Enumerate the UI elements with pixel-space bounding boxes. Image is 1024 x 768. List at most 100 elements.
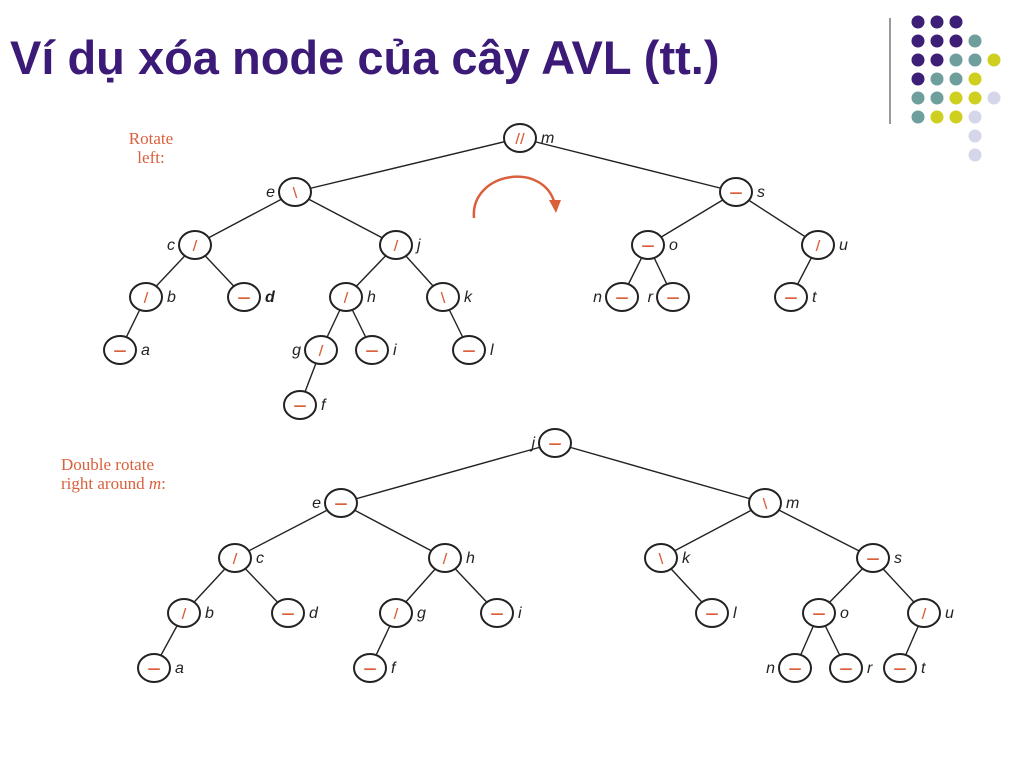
caption-double-rotate-var: m xyxy=(148,474,162,493)
balance-factor: — xyxy=(785,291,798,306)
node-label: l xyxy=(733,605,737,622)
caption-double-rotate-prefix: right around xyxy=(61,474,149,493)
decorative-dot xyxy=(949,72,963,86)
tree-node-t: —t xyxy=(883,653,926,683)
node-circle xyxy=(631,230,665,260)
node-label: b xyxy=(205,605,214,622)
tree-edge xyxy=(340,442,556,504)
node-circle xyxy=(167,598,201,628)
decorative-dot xyxy=(930,53,944,67)
node-label: u xyxy=(945,605,954,622)
balance-factor: — xyxy=(789,662,802,677)
node-label: s xyxy=(757,184,765,201)
node-label: s xyxy=(894,550,902,567)
node-circle xyxy=(103,335,137,365)
decorative-dot xyxy=(930,72,944,86)
node-circle xyxy=(774,282,808,312)
balance-factor: \ xyxy=(659,552,664,567)
decorative-dot xyxy=(930,110,944,124)
balance-factor: / xyxy=(182,607,187,622)
balance-factor: / xyxy=(144,291,149,306)
node-label: c xyxy=(256,550,264,567)
tree-edge xyxy=(647,191,737,246)
tree-node-d: —d xyxy=(271,598,319,628)
tree-node-t: —t xyxy=(774,282,817,312)
node-circle xyxy=(856,543,890,573)
balance-factor: / xyxy=(816,239,821,254)
node-label: h xyxy=(367,289,376,306)
decorative-dot xyxy=(949,15,963,29)
tree-node-g: /g xyxy=(379,598,426,628)
decorative-dot xyxy=(911,34,925,48)
tree-node-c: /c xyxy=(218,543,264,573)
tree-node-o: —o xyxy=(802,598,849,628)
node-label: g xyxy=(417,605,426,622)
decorative-dot xyxy=(987,91,1001,105)
balance-factor: — xyxy=(114,344,127,359)
balance-factor: — xyxy=(730,186,743,201)
decorative-dot xyxy=(930,34,944,48)
tree-node-k: \k xyxy=(644,543,691,573)
decorative-dot xyxy=(949,91,963,105)
tree-edge xyxy=(294,137,521,193)
caption-rotate-left: Rotate left: xyxy=(96,129,206,167)
balance-factor: — xyxy=(463,344,476,359)
node-circle xyxy=(178,230,212,260)
caption-rotate-left-line2: left: xyxy=(137,148,165,167)
tree-node-l: —l xyxy=(452,335,494,365)
balance-factor: — xyxy=(282,607,295,622)
node-circle xyxy=(719,177,753,207)
balance-factor: — xyxy=(840,662,853,677)
node-circle xyxy=(324,488,358,518)
tree-node-e: \e xyxy=(266,177,312,207)
node-circle xyxy=(778,653,812,683)
balance-factor: — xyxy=(642,239,655,254)
title-divider xyxy=(889,18,891,124)
tree-node-b: /b xyxy=(129,282,176,312)
decorative-dot xyxy=(968,72,982,86)
tree-node-h: /h xyxy=(428,543,475,573)
node-circle xyxy=(801,230,835,260)
balance-factor: — xyxy=(867,552,880,567)
node-circle xyxy=(218,543,252,573)
balance-factor: / xyxy=(394,239,399,254)
node-circle xyxy=(503,123,537,153)
balance-factor: — xyxy=(706,607,719,622)
node-label: n xyxy=(766,660,775,677)
decorative-dot xyxy=(911,15,925,29)
node-label: l xyxy=(490,342,494,359)
node-circle xyxy=(379,598,413,628)
node-label: i xyxy=(393,342,397,359)
decorative-dot xyxy=(911,110,925,124)
caption-double-rotate-line2: right around m: xyxy=(61,474,166,493)
balance-factor: — xyxy=(549,437,562,452)
node-label: e xyxy=(312,495,321,512)
balance-factor: — xyxy=(294,399,307,414)
balance-factor: / xyxy=(394,607,399,622)
caption-double-rotate: Double rotate right around m: xyxy=(61,455,166,493)
tree-node-r: —r xyxy=(829,653,873,683)
node-label: f xyxy=(321,397,327,414)
tree-node-f: —f xyxy=(353,653,397,683)
decorative-dot xyxy=(949,34,963,48)
decorative-dot xyxy=(911,72,925,86)
tree-node-i: —i xyxy=(355,335,397,365)
decorative-dot xyxy=(949,53,963,67)
node-label: n xyxy=(593,289,602,306)
decorative-dot xyxy=(968,34,982,48)
tree-node-h: /h xyxy=(329,282,376,312)
balance-factor: \ xyxy=(763,497,768,512)
node-label: m xyxy=(541,130,554,147)
tree-edge xyxy=(340,502,446,559)
tree-node-f: —f xyxy=(283,390,327,420)
caption-rotate-left-line1: Rotate xyxy=(128,129,174,148)
tree-node-n: —n xyxy=(766,653,812,683)
node-circle xyxy=(644,543,678,573)
node-label: c xyxy=(167,237,175,254)
node-label: u xyxy=(839,237,848,254)
node-label: g xyxy=(292,342,301,359)
node-circle xyxy=(452,335,486,365)
tree-node-c: /c xyxy=(167,230,212,260)
balance-factor: — xyxy=(616,291,629,306)
tree-node-j: —j xyxy=(529,428,572,458)
